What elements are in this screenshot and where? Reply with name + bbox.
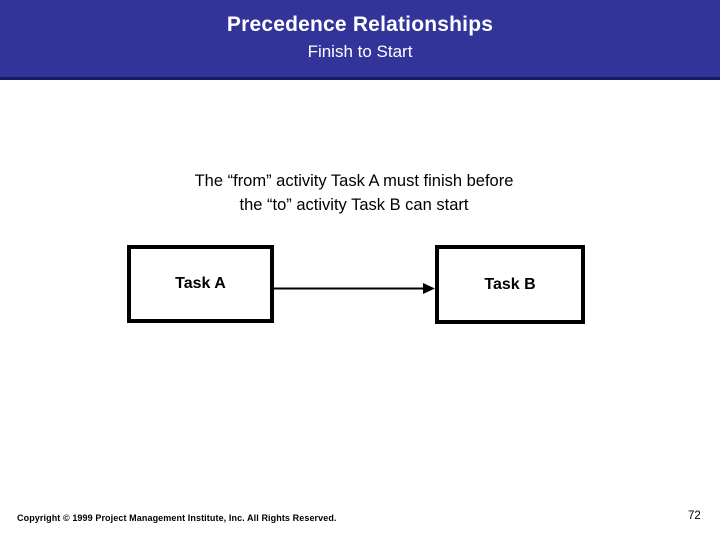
body-line-1: The “from” activity Task A must finish b… <box>194 172 514 190</box>
slide-subtitle: Finish to Start <box>307 42 413 61</box>
finish-to-start-arrow-icon <box>274 283 435 294</box>
task-b-label: Task B <box>484 275 536 293</box>
task-b-box: Task B <box>435 245 585 324</box>
slide-header: Precedence Relationships Finish to Start <box>0 0 720 80</box>
task-a-label: Task A <box>175 275 226 292</box>
body-paragraph: The “from” activity Task A must finish b… <box>0 169 708 217</box>
copyright-notice: Copyright © 1999 Project Management Inst… <box>17 513 337 523</box>
page-number: 72 <box>688 510 701 522</box>
task-a-box: Task A <box>127 245 274 323</box>
body-line-2: the “to” activity Task B can start <box>239 196 469 214</box>
slide-title: Precedence Relationships <box>226 13 494 36</box>
